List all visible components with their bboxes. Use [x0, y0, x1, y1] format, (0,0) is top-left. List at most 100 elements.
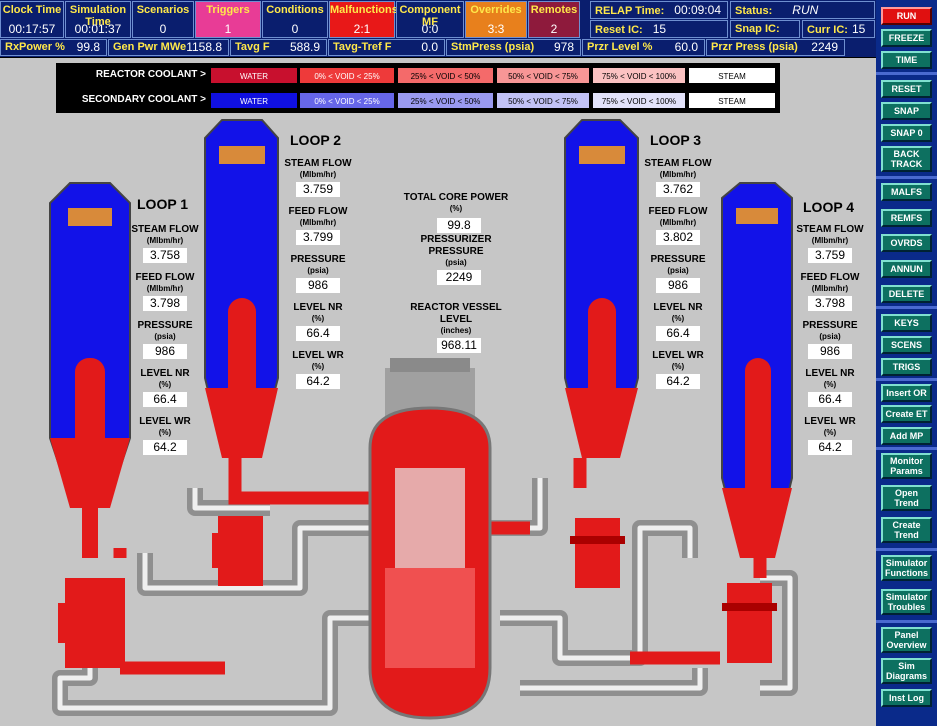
secondary-legend-4: 75% < VOID < 100% [592, 92, 686, 109]
reactor-vessel [368, 358, 492, 720]
sim-status: Status:RUN [730, 1, 875, 19]
param-6: Przr Press (psia)2249 [706, 39, 845, 56]
btn-monitor-params[interactable]: Monitor Params [881, 453, 932, 479]
reactor-legend-2: 25% < VOID < 50% [397, 67, 494, 84]
status-cell-label: Triggers [206, 4, 250, 16]
status-cell-value: 0 [291, 22, 299, 36]
status-cell-0[interactable]: Clock Time 00:17:57 [0, 1, 64, 38]
btn-snap-0[interactable]: SNAP 0 [881, 124, 932, 142]
btn-remfs[interactable]: REMFS [881, 209, 932, 227]
loop-4-pressure-label: PRESSURE(psia) [802, 320, 858, 341]
btn-delete[interactable]: DELETE [881, 285, 932, 303]
btn-sim-diagrams[interactable]: Sim Diagrams [881, 658, 932, 684]
loop-1-level-nr-label: LEVEL NR(%) [140, 368, 190, 389]
loop-2-feed-flow-label: FEED FLOW(Mlbm/hr) [288, 206, 348, 227]
status-cell-value: 2 [550, 22, 558, 36]
btn-back-track[interactable]: BACK TRACK [881, 146, 932, 172]
snap-ic: Snap IC: [730, 20, 800, 38]
status-cell-value: 00:17:57 [8, 22, 56, 36]
reactor-legend-4: 75% < VOID < 100% [592, 67, 686, 84]
btn-simulator-troubles[interactable]: Simulator Troubles [881, 589, 932, 615]
rcp-2 [212, 516, 263, 586]
btn-simulator-functions[interactable]: Simulator Functions [881, 555, 932, 581]
loop-2-level-wr-label: LEVEL WR(%) [292, 350, 344, 371]
btn-malfs[interactable]: MALFS [881, 183, 932, 201]
loop-2-level-wr-value: 64.2 [296, 374, 340, 389]
core-power-label: TOTAL CORE POWER(%) [403, 192, 509, 213]
reset-ic: Reset IC:15 [590, 20, 728, 38]
sidebar-divider [876, 447, 937, 450]
loop-4-level-wr-value: 64.2 [808, 440, 852, 455]
status-cell-label: Component MF [399, 4, 461, 28]
steam-generator-3 [564, 119, 639, 458]
sidebar-divider [876, 378, 937, 381]
loop-1-feed-flow-value: 3.798 [143, 296, 187, 311]
btn-time[interactable]: TIME [881, 51, 932, 69]
loop-4-steam-flow-value: 3.759 [808, 248, 852, 263]
btn-add-mp[interactable]: Add MP [881, 427, 932, 445]
core-power-value: 99.8 [437, 218, 481, 233]
sidebar-divider [876, 620, 937, 623]
reactor-legend-0: WATER [210, 67, 298, 84]
loop-4-steam-flow-label: STEAM FLOW(Mlbm/hr) [796, 224, 864, 245]
btn-create-trend[interactable]: Create Trend [881, 517, 932, 543]
btn-inst-log[interactable]: Inst Log [881, 689, 932, 707]
loop-1-level-wr-label: LEVEL WR(%) [139, 416, 191, 437]
btn-trigs[interactable]: TRIGS [881, 358, 932, 376]
loop-2-steam-flow-value: 3.759 [296, 182, 340, 197]
loop-4-level-nr-value: 66.4 [808, 392, 852, 407]
status-cell-value: 2:1 [353, 22, 371, 36]
relap-time: RELAP Time:00:09:04 [590, 1, 728, 19]
pzr-pressure-label: PRESSURIZER PRESSURE(psia) [420, 234, 492, 267]
sidebar-divider [876, 548, 937, 551]
steam-generator-1 [49, 182, 131, 558]
secondary-legend-1: 0% < VOID < 25% [299, 92, 395, 109]
reactor-legend-1: 0% < VOID < 25% [299, 67, 395, 84]
btn-create-et[interactable]: Create ET [881, 405, 932, 423]
reactor-legend-5: STEAM [688, 67, 776, 84]
btn-ovrds[interactable]: OVRDS [881, 234, 932, 252]
loop-3-level-wr-label: LEVEL WR(%) [652, 350, 704, 371]
btn-panel-overview[interactable]: Panel Overview [881, 627, 932, 653]
reactor-coolant-label: REACTOR COOLANT > [95, 69, 206, 80]
rcp-4 [722, 583, 777, 663]
loop-3-pressure-label: PRESSURE(psia) [650, 254, 706, 275]
loop-1-level-nr-value: 66.4 [143, 392, 187, 407]
loop-3-level-wr-value: 64.2 [656, 374, 700, 389]
status-cell-label: Simulation Time [69, 4, 127, 28]
loop-2-feed-flow-value: 3.799 [296, 230, 340, 245]
loop-4-feed-flow-label: FEED FLOW(Mlbm/hr) [800, 272, 860, 293]
status-cell-label: Clock Time [2, 4, 62, 16]
btn-snap[interactable]: SNAP [881, 102, 932, 120]
loop-2-steam-flow-label: STEAM FLOW(Mlbm/hr) [284, 158, 352, 179]
sidebar-divider [876, 176, 937, 179]
loop-3-steam-flow-value: 3.762 [656, 182, 700, 197]
btn-scens[interactable]: SCENS [881, 336, 932, 354]
btn-run[interactable]: RUN [881, 7, 932, 25]
coolant-legend: REACTOR COOLANT > SECONDARY COOLANT > WATE… [56, 63, 780, 113]
btn-insert-or[interactable]: Insert OR [881, 384, 932, 402]
btn-open-trend[interactable]: Open Trend [881, 485, 932, 511]
rcp-3 [570, 518, 625, 588]
btn-freeze[interactable]: FREEZE [881, 29, 932, 47]
btn-keys[interactable]: KEYS [881, 314, 932, 332]
loop-4-feed-flow-value: 3.798 [808, 296, 852, 311]
btn-annun[interactable]: ANNUN [881, 260, 932, 278]
loop-4-title: LOOP 4 [803, 199, 855, 215]
loop-2-pressure-value: 986 [296, 278, 340, 293]
loop-1-steam-flow-label: STEAM FLOW(Mlbm/hr) [131, 224, 199, 245]
btn-reset[interactable]: RESET [881, 80, 932, 98]
loop-1-title: LOOP 1 [137, 196, 189, 212]
secondary-coolant-label: SECONDARY COOLANT > [81, 94, 206, 105]
param-4: StmPress (psia)978 [446, 39, 581, 56]
